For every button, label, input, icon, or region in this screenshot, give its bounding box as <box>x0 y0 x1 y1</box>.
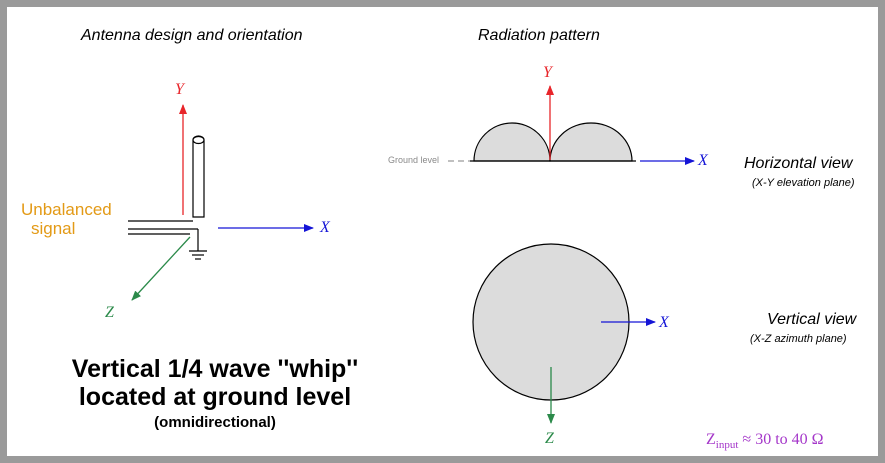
elevation-pattern-lobe-left <box>473 122 551 162</box>
impedance-value: ≈ 30 to 40 Ω <box>738 431 824 448</box>
input-impedance: Zinput ≈ 30 to 40 Ω <box>706 431 824 451</box>
signal-label-line1: Unbalanced <box>21 200 112 219</box>
horizontal-view-plane: (X-Y elevation plane) <box>752 177 855 189</box>
y-axis-label: Y <box>175 81 184 98</box>
impedance-subscript: input <box>715 439 739 452</box>
x-axis-label: X <box>320 219 330 236</box>
whip-antenna <box>192 135 205 218</box>
z-axis-label: Z <box>105 304 114 321</box>
vertical-view-plane: (X-Z azimuth plane) <box>750 333 847 345</box>
azimuth-z-axis-label: Z <box>545 430 554 447</box>
vertical-view-title: Vertical view <box>767 311 857 328</box>
signal-label-line2: signal <box>31 219 76 238</box>
ground-symbol <box>189 229 207 260</box>
caption-antenna-design: Antenna design and orientation <box>81 27 303 44</box>
antenna-subtitle: (omnidirectional) <box>154 414 276 431</box>
elevation-x-axis-label: X <box>698 152 708 169</box>
antenna-title-line2: located at ground level <box>78 383 352 411</box>
elevation-pattern-lobe-right <box>549 122 633 162</box>
elevation-y-axis-label: Y <box>543 64 552 81</box>
impedance-symbol: Z <box>706 431 716 448</box>
antenna-title-line1: Vertical 1/4 wave ''whip'' <box>71 355 359 383</box>
horizontal-view-title: Horizontal view <box>744 155 853 172</box>
ground-level-label: Ground level <box>388 155 440 165</box>
caption-radiation-pattern: Radiation pattern <box>478 27 600 44</box>
z-axis-arrow <box>131 236 191 301</box>
whip-antenna-tip <box>192 135 205 145</box>
azimuth-x-axis-label: X <box>659 314 669 331</box>
